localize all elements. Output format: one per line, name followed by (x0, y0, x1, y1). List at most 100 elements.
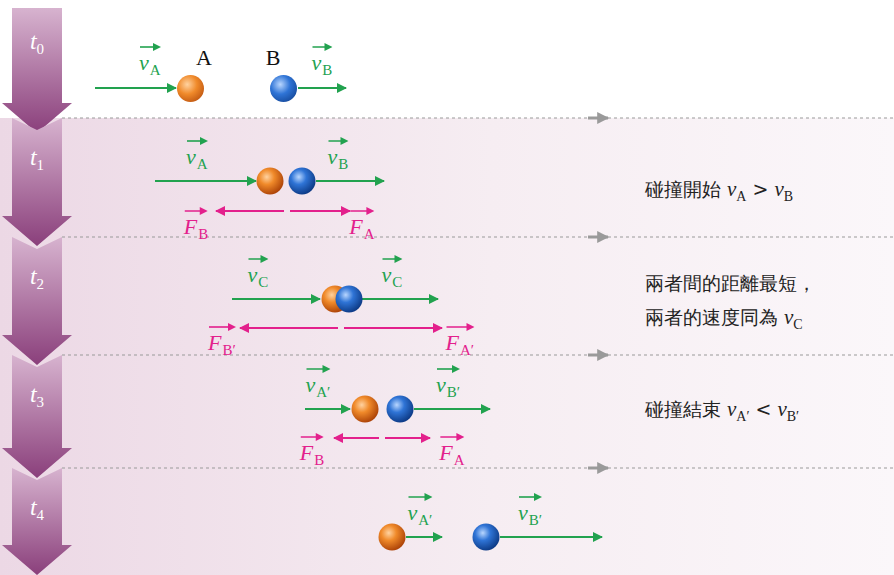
vector-overarrow (518, 492, 542, 501)
overarrow-head (200, 137, 208, 145)
ball-sphere (177, 75, 204, 102)
time-label: t1 (2, 144, 72, 171)
velocity-label: vC (382, 254, 403, 286)
balls (257, 168, 500, 551)
vector-symbol: F (208, 330, 221, 355)
vector-subscript: B′ (529, 512, 542, 528)
vector-subscript: A (364, 226, 375, 242)
overarrow-head (200, 207, 208, 215)
time-label: t3 (2, 381, 72, 408)
overarrow-shaft (140, 46, 155, 48)
vector-symbol: v (312, 50, 322, 75)
time-arrow-shape (2, 8, 72, 133)
time-symbol: t (30, 494, 37, 520)
overarrow-shaft (185, 210, 202, 212)
vector-subscript: B′ (447, 384, 460, 400)
force-label: FB (300, 432, 324, 464)
vector-subscript: B (314, 452, 324, 468)
overarrow-head (467, 323, 475, 331)
overarrow-shaft (329, 140, 343, 142)
overarrow-shaft (249, 258, 263, 260)
vector-text: vB (328, 146, 349, 168)
overarrow-head (395, 255, 403, 263)
vector-subscript: A′ (460, 342, 474, 358)
ball-name: A (196, 45, 212, 71)
overarrow-head (456, 433, 464, 441)
overarrow-shaft (350, 210, 368, 212)
overarrow-head (316, 433, 324, 441)
note-text: 兩者的速度同為 (645, 306, 778, 328)
overarrow-head (261, 255, 269, 263)
overarrow-shaft (447, 326, 469, 328)
time-index: 1 (37, 157, 45, 173)
time-symbol: t (30, 381, 37, 407)
velocity-label: vB′ (436, 364, 460, 396)
time-symbol: t (30, 263, 37, 289)
ball: B (263, 45, 303, 102)
vector-subscript: C (392, 274, 402, 290)
vector-text: FA (439, 442, 464, 464)
force-label: FB′ (208, 322, 236, 354)
time-arrow-body (2, 237, 72, 365)
vector-subscript: B (198, 226, 208, 242)
time-arrow-body (2, 8, 72, 133)
overarrow-head (425, 493, 433, 501)
vector-text: vB′ (436, 374, 460, 396)
time-symbol: t (30, 28, 37, 54)
vector-text: vB (312, 52, 333, 74)
row-bands (0, 118, 894, 575)
stage-note: 碰撞結束vA′<vB′ (645, 397, 799, 423)
vector-text: vB′ (518, 502, 542, 524)
velocity-label: vA (186, 136, 208, 168)
overarrow-head (153, 43, 161, 51)
speed-symbol: v (784, 305, 793, 329)
vector-subscript: A (197, 156, 208, 172)
time-label: t0 (2, 28, 72, 55)
stage-note: 兩者間的距離最短， (645, 271, 816, 297)
vector-overarrow (184, 206, 208, 215)
vector-text: FA (349, 216, 374, 238)
overarrow-shaft (187, 140, 202, 142)
force-label: FA′ (446, 322, 475, 354)
velocity-arrows (95, 88, 602, 537)
vector-symbol: v (306, 372, 316, 397)
time-arrow: t4 (2, 468, 72, 575)
time-index: 4 (37, 507, 45, 523)
time-label: t2 (2, 263, 72, 290)
speed-symbol: v (727, 177, 736, 201)
comparison-sign: > (752, 178, 768, 200)
overarrow-shaft (209, 326, 230, 328)
time-arrow-body (2, 355, 72, 478)
vector-text: vA (139, 52, 161, 74)
ball-name: B (266, 45, 281, 71)
vector-subscript: B (322, 62, 332, 78)
vector-subscript: B′ (222, 342, 235, 358)
time-arrow-shape (2, 118, 72, 246)
vector-subscript: C (258, 274, 268, 290)
overarrow-shaft (307, 368, 325, 370)
vector-symbol: F (184, 214, 197, 239)
vector-symbol: F (349, 214, 362, 239)
note-text: 碰撞結束 (645, 398, 721, 420)
time-symbol: t (30, 144, 37, 170)
vector-overarrow (300, 432, 324, 441)
time-arrow-shape (2, 355, 72, 478)
vector-text: vC (382, 264, 403, 286)
note-text: 兩者間的距離最短， (645, 272, 816, 294)
vector-overarrow (382, 254, 403, 263)
vector-symbol: F (439, 440, 452, 465)
time-arrow: t3 (2, 355, 72, 478)
vector-text: FA′ (446, 332, 475, 354)
vector-symbol: v (139, 50, 149, 75)
time-arrow-body (2, 118, 72, 246)
vector-overarrow (349, 206, 374, 215)
overarrow-shaft (301, 436, 318, 438)
vector-overarrow (436, 364, 460, 373)
overarrow-head (228, 323, 236, 331)
vector-subscript: A′ (316, 384, 330, 400)
velocity-label: vC (248, 254, 269, 286)
stage-note: 碰撞開始vA>vB (645, 177, 793, 203)
velocity-label: vA (139, 42, 161, 74)
overarrow-shaft (440, 436, 458, 438)
time-label: t4 (2, 494, 72, 521)
